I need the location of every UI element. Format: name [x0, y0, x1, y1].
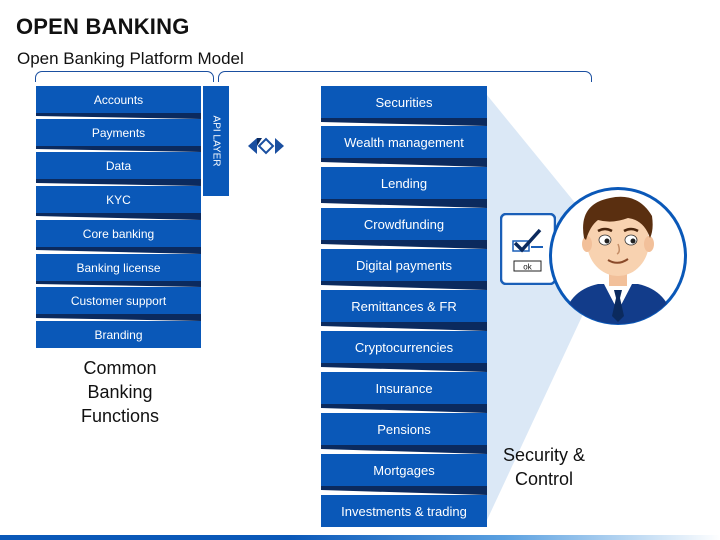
list-item[interactable]: Lending — [321, 167, 487, 199]
list-item[interactable]: Core banking — [36, 220, 201, 247]
list-item[interactable]: Crowdfunding — [321, 208, 487, 240]
list-item[interactable]: Securities — [321, 86, 487, 118]
list-item[interactable]: Pensions — [321, 413, 487, 445]
list-item[interactable]: Data — [36, 152, 201, 179]
list-item[interactable]: Banking license — [36, 254, 201, 281]
list-item[interactable]: Payments — [36, 119, 201, 146]
list-item[interactable]: Cryptocurrencies — [321, 331, 487, 363]
page-subtitle: Open Banking Platform Model — [17, 49, 244, 68]
double-arrow-icon — [248, 137, 284, 155]
page-title: OPEN BANKING — [16, 14, 190, 39]
list-item[interactable]: Wealth management — [321, 126, 487, 158]
api-layer: API LAYER — [203, 86, 229, 196]
list-item[interactable]: Investments & trading — [321, 495, 487, 527]
common-functions-caption: Common Banking Functions — [80, 358, 160, 426]
footer-gradient-bar — [0, 535, 720, 540]
list-item[interactable]: Digital payments — [321, 249, 487, 281]
list-item[interactable]: Remittances & FR — [321, 290, 487, 322]
list-item[interactable]: Mortgages — [321, 454, 487, 486]
left-group-brace — [35, 71, 214, 82]
businessman-avatar — [549, 187, 687, 325]
list-item[interactable]: KYC — [36, 186, 201, 213]
list-item[interactable]: Insurance — [321, 372, 487, 404]
list-item[interactable]: Accounts — [36, 86, 201, 113]
list-item[interactable]: Customer support — [36, 287, 201, 314]
checklist-icon: ok — [500, 213, 556, 285]
security-caption: Security & Control — [502, 445, 586, 489]
ok-label: ok — [523, 263, 532, 272]
right-group-brace — [218, 71, 592, 82]
list-item[interactable]: Branding — [36, 321, 201, 348]
